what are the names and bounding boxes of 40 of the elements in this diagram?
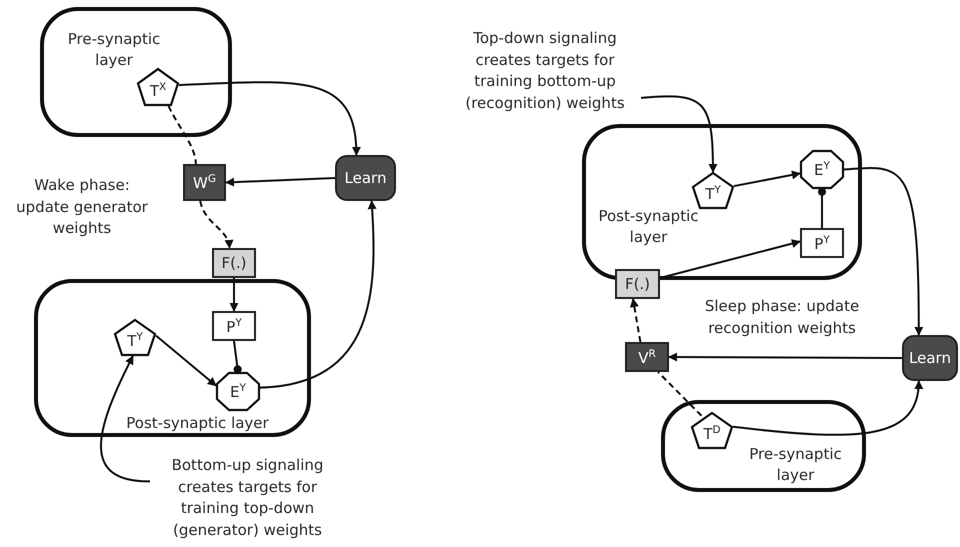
phase-label: Sleep phase: update recognition weights bbox=[704, 296, 860, 338]
arrow bbox=[630, 298, 642, 342]
annotation-text: Top-down signaling creates targets for training bottom-up (recognition) weights bbox=[445, 28, 645, 120]
arrow bbox=[844, 167, 924, 336]
arrow bbox=[668, 352, 902, 362]
weight-box: W$^{G}$ bbox=[183, 164, 226, 201]
connector-line bbox=[168, 106, 197, 164]
learn-box: Learn bbox=[335, 155, 396, 201]
arrow bbox=[230, 278, 238, 312]
layer-box bbox=[40, 7, 232, 137]
arrow bbox=[100, 355, 150, 482]
arrow bbox=[155, 334, 217, 386]
connector-line bbox=[657, 371, 702, 416]
pentagon-node: T$^{D}$ bbox=[691, 412, 733, 449]
layer-label: Post-synaptic layer bbox=[597, 206, 700, 248]
layer-box bbox=[34, 279, 311, 437]
layer-label: Pre-synaptic layer bbox=[748, 444, 843, 486]
weight-box: V$^{R}$ bbox=[625, 342, 669, 372]
arrow bbox=[732, 380, 923, 436]
prediction-box: P$^{Y}$ bbox=[800, 228, 844, 258]
pentagon-node: T$^{Y}$ bbox=[114, 319, 156, 356]
layer-label: Post-synaptic layer bbox=[125, 413, 270, 434]
arrow bbox=[734, 170, 801, 188]
annotation-text: Bottom-up signaling creates targets for training top-down (generator) weights bbox=[150, 455, 345, 543]
prediction-box: P$^{Y}$ bbox=[212, 311, 256, 341]
pentagon-node: T$^{X}$ bbox=[137, 68, 179, 106]
learn-box: Learn bbox=[902, 335, 958, 381]
arrow bbox=[225, 177, 336, 187]
phase-label: Wake phase: update generator weights bbox=[15, 175, 149, 239]
layer-box bbox=[661, 400, 866, 492]
arrow bbox=[640, 95, 718, 173]
function-box: F(.) bbox=[615, 269, 660, 299]
arrow bbox=[178, 81, 360, 156]
arrow bbox=[199, 200, 233, 249]
octagon-node: E$^{Y}$ bbox=[216, 372, 260, 411]
function-box: F(.) bbox=[212, 248, 256, 278]
layer-label: Pre-synaptic layer bbox=[66, 29, 162, 71]
octagon-node: E$^{Y}$ bbox=[800, 150, 844, 189]
arrow bbox=[260, 200, 377, 389]
pentagon-node: T$^{Y}$ bbox=[692, 172, 734, 209]
